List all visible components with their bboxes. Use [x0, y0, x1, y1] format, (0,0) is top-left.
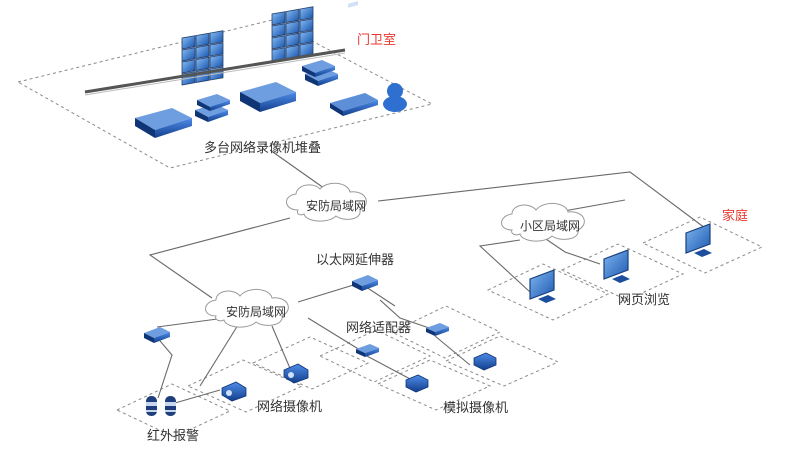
community-lan-label: 小区局域网: [520, 219, 580, 233]
security-lan-bottom-label: 安防局域网: [226, 304, 286, 319]
nvr-icon: [302, 60, 338, 86]
nvr-icon: [195, 94, 230, 122]
monitor-icon: [603, 249, 630, 283]
switch-icon: [144, 327, 170, 343]
switch-icon: [426, 323, 449, 336]
web-browsing-label: 网页浏览: [618, 292, 670, 308]
ethernet-extender-label: 以太网延伸器: [316, 253, 394, 268]
video-wall-icon: [271, 6, 314, 62]
camera-icon: [473, 352, 497, 371]
switch-icon: [352, 275, 378, 291]
security-lan-top-label: 安防局域网: [306, 198, 366, 213]
connection-lines: [148, 149, 706, 404]
nvr-stack-label: 多台网络录像机堆叠: [204, 140, 321, 156]
guard-room-label: 门卫室: [357, 32, 396, 48]
infrared-alarm-label: 红外报警: [147, 428, 199, 444]
nvr-icon: [135, 108, 192, 138]
camera-icon: [283, 363, 309, 384]
infrared-sensor-icon: [165, 396, 176, 416]
network-camera-label: 网络摄像机: [257, 399, 322, 415]
cloud-icon: [205, 289, 289, 328]
home-zone-3: [641, 216, 764, 274]
operator-icon: [383, 83, 407, 112]
adapter-zone-2: [390, 305, 502, 359]
console-icon: [330, 1, 378, 116]
cloud-icon: [501, 203, 585, 242]
mount-bar: [84, 48, 346, 94]
analog-camera-label: 模拟摄像机: [443, 401, 508, 416]
adapter-zone-1: [318, 329, 432, 383]
network-adapter-label: 网络适配器: [346, 320, 411, 336]
infrared-sensor-icon: [146, 396, 157, 416]
video-wall-icon: [181, 30, 224, 86]
switch-icon: [356, 344, 379, 357]
camera-icon: [405, 374, 429, 393]
camera-zone-2: [251, 336, 370, 390]
analog-zone-2: [444, 335, 560, 387]
analog-zone-1: [376, 359, 492, 411]
home-zone-2: [560, 243, 685, 301]
cloud-icon: [286, 182, 367, 222]
monitor-icon: [685, 223, 712, 257]
camera-icon: [221, 381, 247, 402]
zone-outlines: [16, 19, 764, 438]
monitor-icon: [529, 269, 556, 303]
home-label: 家庭: [722, 208, 748, 224]
home-zone-1: [486, 263, 610, 321]
nvr-icon: [240, 82, 296, 112]
